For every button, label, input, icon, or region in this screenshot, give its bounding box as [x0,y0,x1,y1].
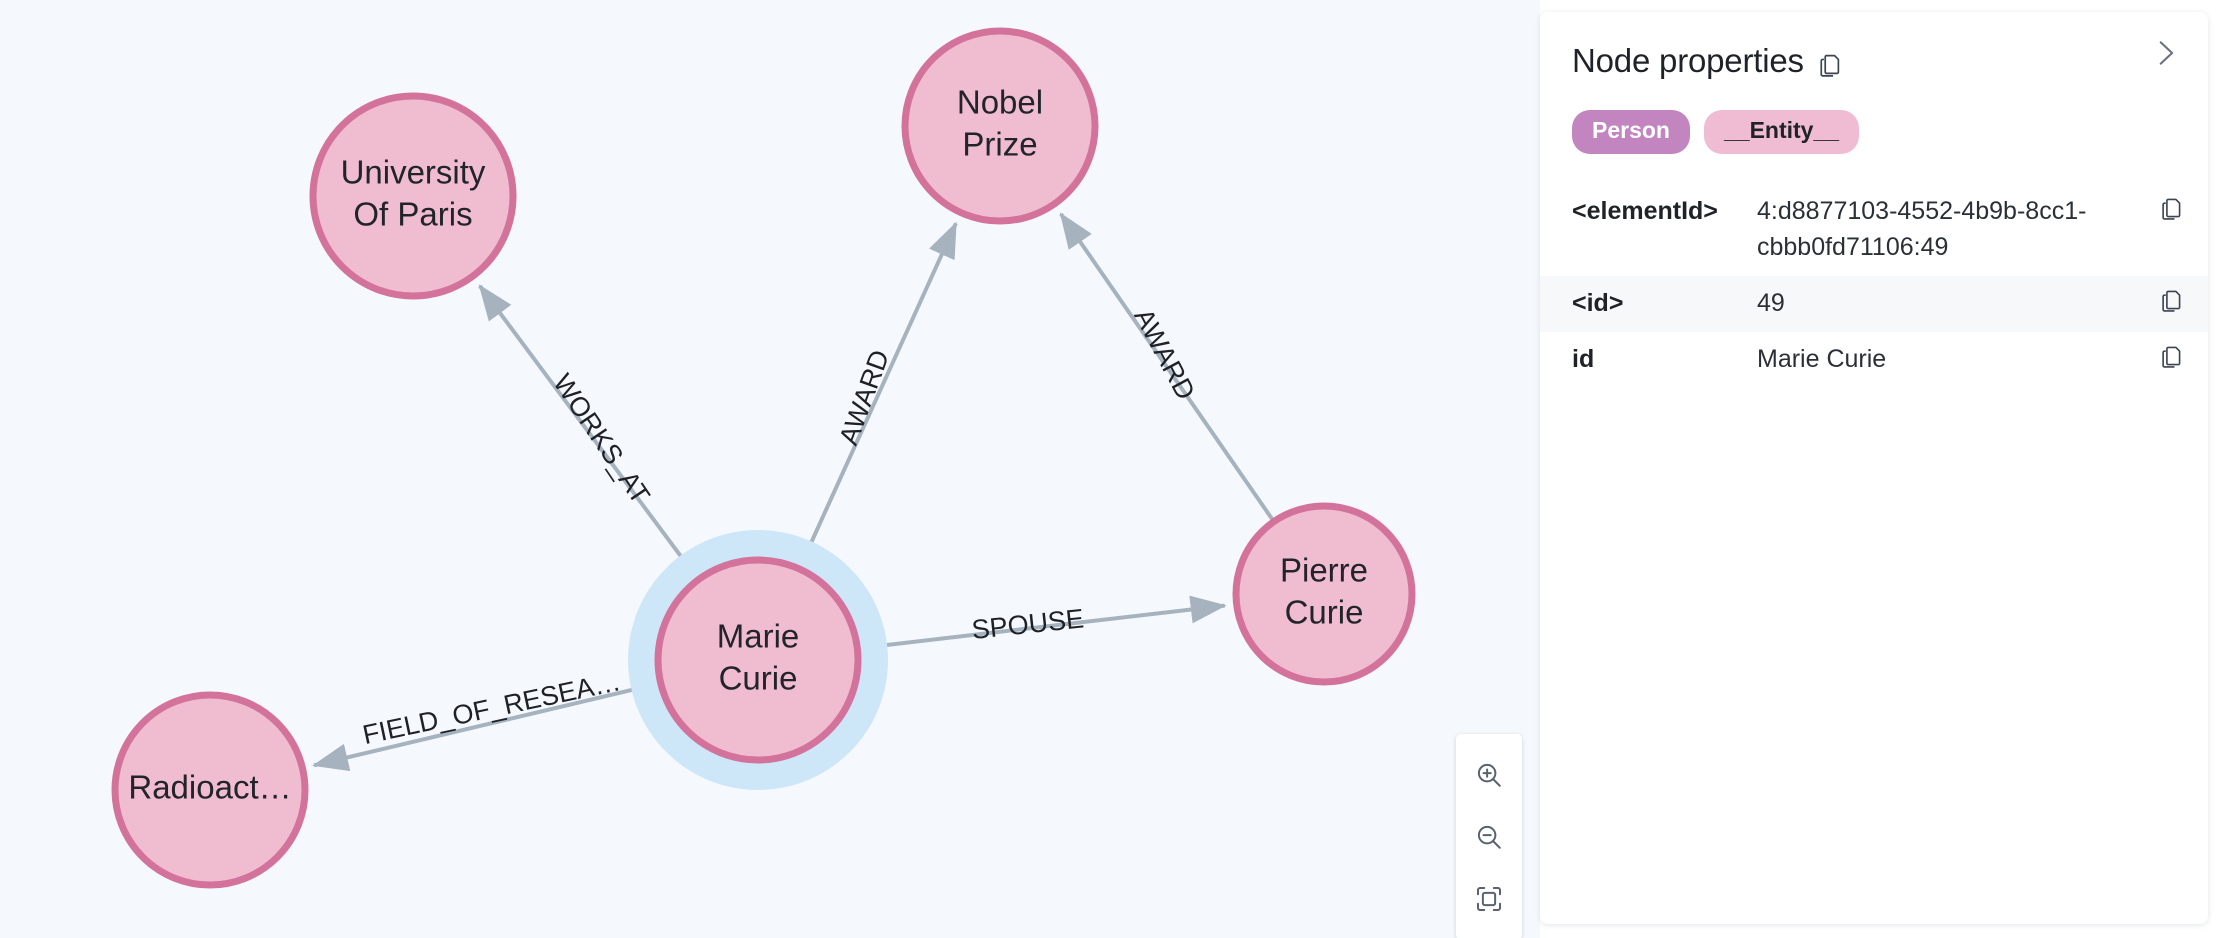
chevron-right-icon [2148,36,2182,75]
node-circle[interactable] [654,556,862,764]
copy-icon[interactable] [1817,52,1844,79]
node-circle[interactable] [901,27,1099,225]
copy-icon[interactable] [2158,342,2186,372]
node-circle[interactable] [1232,502,1416,686]
property-value: Marie Curie [1757,345,1887,374]
zoom-out-icon [1474,822,1504,852]
edge-label-works-at: WORKS_AT [547,369,655,510]
graph-edge-spouse[interactable] [859,595,1227,651]
table-row: <elementId> 4:d8877103-4552-4b9b-8cc1-cbb… [1540,184,2208,277]
zoom-out-button[interactable] [1456,806,1522,868]
property-key: <elementId> [1572,196,1718,225]
node-label-badge-person[interactable]: Person [1572,110,1690,154]
property-key: id [1572,345,1595,374]
graph-edge-works-at[interactable] [478,284,699,580]
node-circle[interactable] [111,691,309,889]
page-title: Node properties [1572,42,1804,79]
table-row: id Marie Curie [1540,332,2208,388]
edges-layer [312,212,1275,772]
property-value: 4:d8877103-4552-4b9b-8cc1-cbbb0fd71106:4… [1757,196,2087,261]
node-label-badge-entity[interactable]: __Entity__ [1703,110,1860,154]
property-key: <id> [1572,289,1624,318]
properties-table: <elementId> 4:d8877103-4552-4b9b-8cc1-cbb… [1540,184,2208,389]
table-row: <id> 49 [1540,276,2208,333]
edge-label-award-pierre: AWARD [1128,304,1201,405]
property-value: 49 [1757,289,1785,318]
zoom-in-icon [1474,760,1504,790]
zoom-in-button[interactable] [1456,744,1522,806]
fit-to-screen-icon [1474,884,1504,914]
copy-icon[interactable] [2158,286,2186,316]
edge-label-award-marie: AWARD [833,346,895,449]
copy-icon[interactable] [2158,194,2186,224]
collapse-panel-button[interactable] [2142,32,2188,78]
graph-node-radioactivity[interactable]: Radioact… [111,691,309,889]
graph-edge-award-marie[interactable] [798,221,958,568]
node-circle[interactable] [309,92,517,300]
graph-edge-field-of-research[interactable] [312,681,660,772]
panel-header: Node properties [1540,12,2208,80]
node-labels-list: Person __Entity__ [1540,80,2208,154]
graph-edge-award-pierre[interactable] [1059,212,1275,522]
fit-to-screen-button[interactable] [1456,868,1522,930]
edge-label-field-of-research: FIELD_OF_RESEA… [360,666,623,750]
node-properties-panel: Node properties Person __Entity__ <elemen… [1540,12,2208,924]
zoom-controls [1456,734,1522,938]
